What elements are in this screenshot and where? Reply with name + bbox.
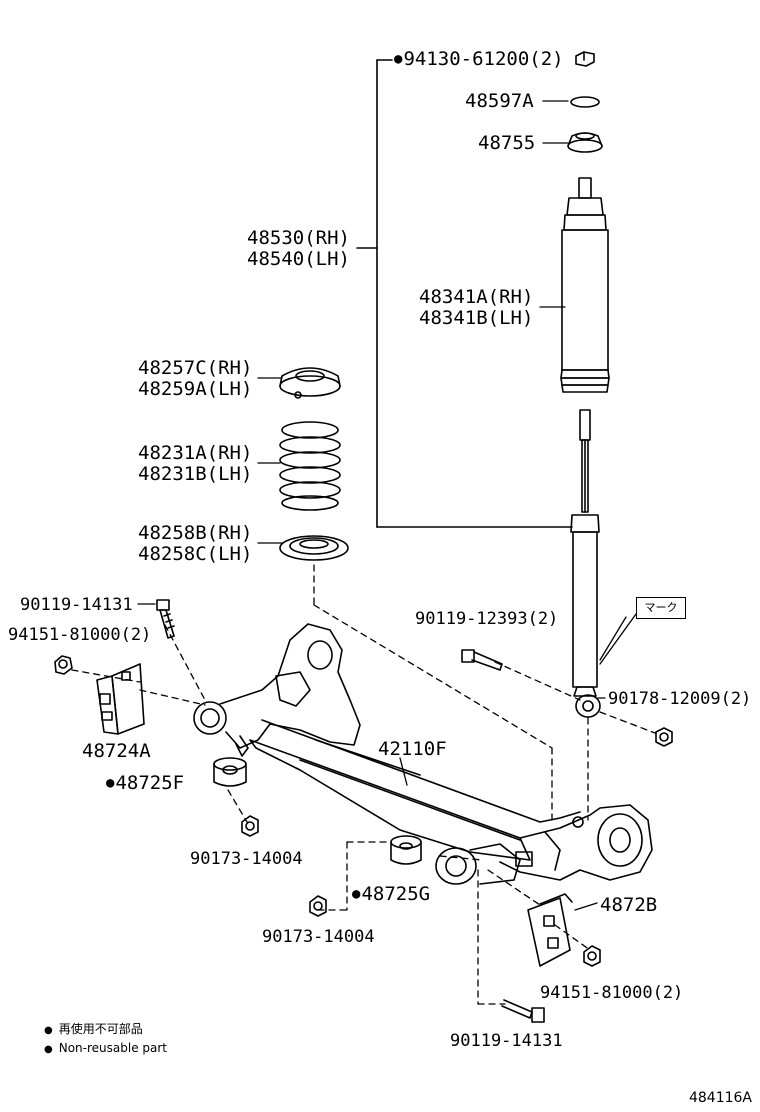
label-spring-rh: 48231A(RH) [138,442,253,464]
label-beam: 42110F [378,738,447,760]
label-48597a: 48597A [465,90,534,112]
label-shock-lh: 48540(LH) [247,248,350,270]
right-nut-icon [583,945,601,967]
label-bush-left: 48725F [106,772,184,796]
label-bolt-bottom: 90119-14131 [450,1031,563,1051]
label-bolt-left-top: 90119-14131 [20,595,133,615]
label-spring-lh: 48231B(LH) [138,463,253,485]
legend-bullet-icon: ● [44,1025,53,1036]
label-bolt-mid: 90119-12393(2) [415,609,559,629]
label-boot-lh: 48341B(LH) [419,307,534,329]
leader-lines [137,100,627,911]
upper-spring-seat-icon [279,367,341,399]
label-nut-right-shock: 90178-12009(2) [608,689,752,709]
left-bushing-icon [213,757,247,787]
label-nut-right: 94151-81000(2) [540,983,684,1003]
cushion-icon [567,132,603,153]
mark-label-box: マーク [636,597,686,619]
legend-jp-text: 再使用不可部品 [58,1022,143,1036]
shock-assembly-bracket-line [356,59,573,528]
label-upper-seat-rh: 48257C(RH) [138,357,253,379]
left-bolt-icon [156,599,175,639]
washer-icon [570,96,600,108]
label-48755: 48755 [478,132,536,154]
mark-leader-line [599,613,637,665]
legend-en-text: Non-reusable part [58,1041,168,1055]
left-low-nut-icon [241,815,259,837]
figure-number: 484116A [688,1090,752,1106]
bottom-bolt-icon [501,999,545,1023]
label-nut-right-low: 90173-14004 [262,927,375,947]
label-nut-left-low: 90173-14004 [190,849,303,869]
label-nut-top: 94130-61200(2) [394,48,563,72]
label-bracket-right: 4872B [600,894,658,916]
torsion-beam-icon [193,623,653,885]
lower-spring-seat-icon [279,535,349,561]
legend-jp: ● 再使用不可部品 [44,1020,143,1040]
legend-bullet-icon: ● [44,1044,53,1055]
right-bracket-icon [527,893,573,967]
label-bracket-left: 48724A [82,740,151,762]
label-bush-right: 48725G [352,883,430,907]
top-nut-icon [575,51,595,67]
left-bracket-icon [96,663,145,735]
right-bushing-icon [390,835,422,865]
shock-boot-icon [560,177,610,393]
label-lower-seat-rh: 48258B(RH) [138,522,253,544]
label-lower-seat-lh: 48258C(LH) [138,543,253,565]
left-nut-icon [54,655,73,675]
label-nut-left: 94151-81000(2) [8,625,152,645]
legend-en: ● Non-reusable part [44,1039,167,1059]
shock-absorber-icon [570,409,601,718]
coil-spring-icon [279,421,341,511]
mid-bolt-icon [461,649,503,671]
right-low-nut-icon [309,895,327,917]
label-boot-rh: 48341A(RH) [419,286,534,308]
label-shock-rh: 48530(RH) [247,227,350,249]
right-shock-nut-icon [655,727,673,747]
label-upper-seat-lh: 48259A(LH) [138,378,253,400]
